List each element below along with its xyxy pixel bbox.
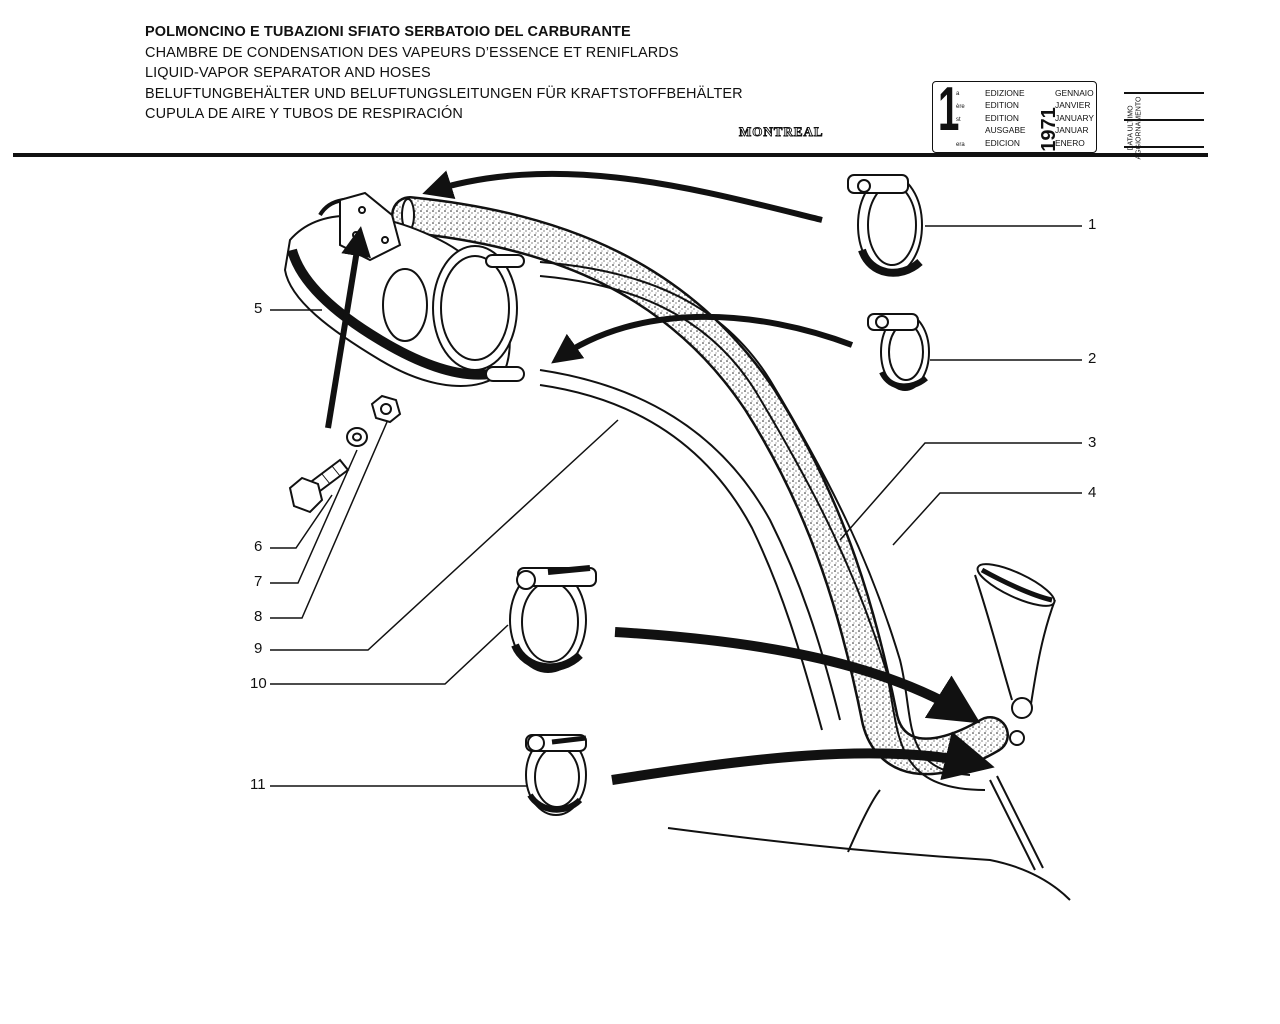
hose-3-breather: [391, 196, 1009, 776]
title-german: BELUFTUNGBEHÄLTER UND BELUFTUNGSLEITUNGE…: [145, 85, 743, 102]
edition-label: EDIZIONE: [985, 88, 1025, 98]
update-date-line: [1124, 119, 1204, 121]
callout-8: 8: [254, 608, 263, 625]
edition-month: ENERO: [1055, 137, 1085, 148]
header-rule: [13, 153, 1208, 157]
brand-logo: MONTREAL: [739, 124, 824, 140]
edition-superscript: st: [956, 117, 961, 123]
edition-month: JANVIER: [1055, 100, 1091, 111]
callout-10: 10: [250, 675, 267, 692]
callout-9: 9: [254, 640, 263, 657]
tank-outline: [667, 775, 1071, 901]
assembly-arrows: [325, 170, 995, 785]
callout-11: 11: [250, 776, 266, 793]
callout-6: 6: [254, 538, 263, 555]
edition-month: GENNAIO: [1055, 88, 1094, 98]
title-spanish: CUPULA DE AIRE Y TUBOS DE RESPIRACIÓN: [145, 106, 463, 123]
leader-lines: [270, 225, 1082, 787]
update-date-line: [1124, 92, 1204, 94]
edition-month: JANUAR: [1055, 125, 1089, 136]
separator-5: [283, 191, 525, 387]
callout-5: 5: [254, 300, 263, 317]
clamp-1: [847, 174, 923, 277]
callout-4: 4: [1088, 484, 1097, 501]
edition-box: 1 a ère st era EDIZIONE EDITION EDITION …: [932, 75, 1097, 153]
edition-month: JANUARY: [1055, 112, 1094, 123]
clamp-2: [867, 313, 930, 391]
edition-labels: EDIZIONE EDITION EDITION AUSGABE EDICION: [985, 87, 1026, 149]
callout-1: 1: [1088, 216, 1097, 233]
update-date-line: [1124, 146, 1204, 148]
edition-label: EDITION: [985, 112, 1019, 123]
clamp-10: [509, 565, 597, 673]
callout-2: 2: [1088, 350, 1097, 367]
nut-8: [370, 394, 402, 424]
washer-7: [346, 427, 368, 447]
callout-7: 7: [254, 573, 263, 590]
hose-4-vent: [539, 261, 986, 791]
edition-label: EDITION: [985, 100, 1019, 111]
title-french: CHAMBRE DE CONDENSATION DES VAPEURS D’ES…: [145, 44, 679, 61]
edition-label: AUSGABE: [985, 125, 1026, 136]
edition-superscript: ère: [956, 104, 965, 110]
title-block: POLMONCINO E TUBAZIONI SFIATO SERBATOIO …: [145, 22, 743, 125]
edition-superscript: a: [956, 91, 960, 97]
callout-3: 3: [1088, 434, 1097, 451]
bolt-6: [288, 458, 350, 514]
edition-months: GENNAIO JANVIER JANUARY JANUAR ENERO: [1055, 87, 1094, 149]
edition-superscript: era: [956, 142, 965, 148]
title-italian: POLMONCINO E TUBAZIONI SFIATO SERBATOIO …: [145, 24, 631, 40]
edition-number: 1: [938, 75, 960, 144]
edition-label: EDICION: [985, 137, 1020, 148]
title-english: LIQUID-VAPOR SEPARATOR AND HOSES: [145, 65, 431, 82]
clamp-11: [525, 734, 587, 816]
filler-neck: [974, 563, 1056, 746]
